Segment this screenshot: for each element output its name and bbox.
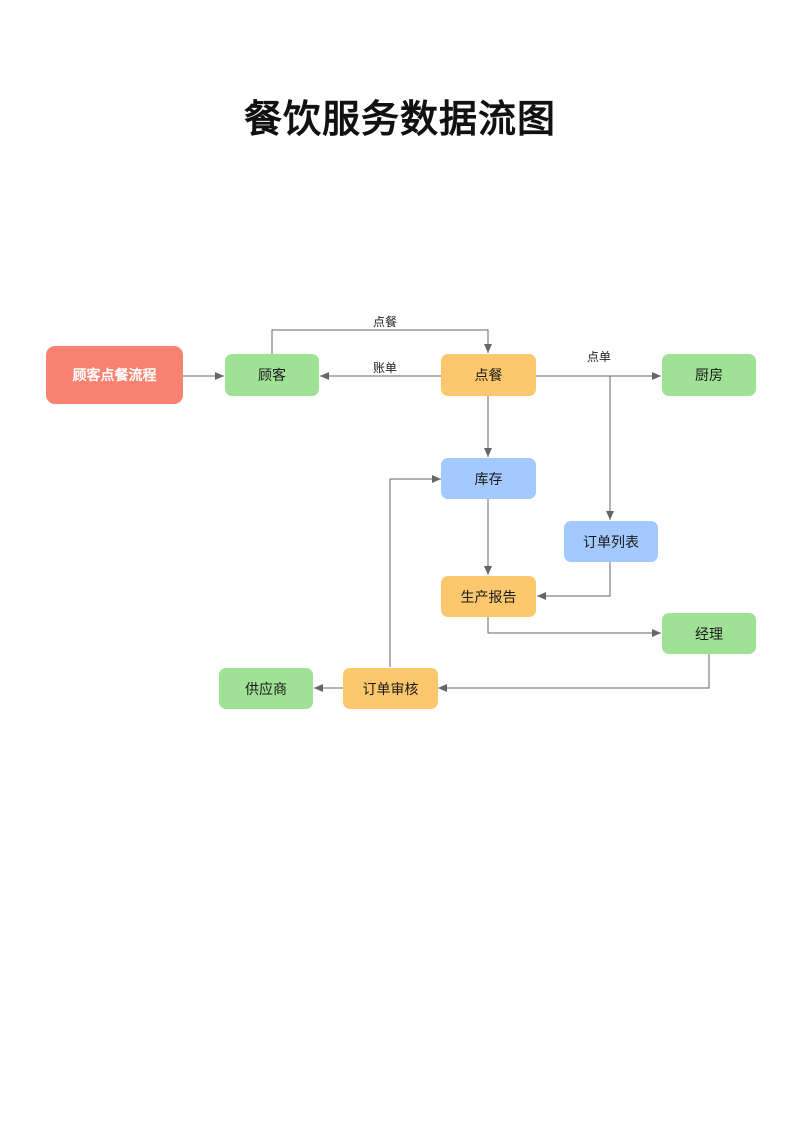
node-supplier: 供应商: [219, 668, 313, 709]
node-order-review: 订单审核: [343, 668, 438, 709]
edge-review-to-inventory: [389, 475, 441, 667]
node-order: 点餐: [441, 354, 536, 396]
edge-customer-to-order: [271, 329, 492, 354]
node-inventory: 库存: [441, 458, 536, 499]
edge-label-customer-to-order: 点餐: [373, 315, 398, 329]
node-kitchen: 厨房: [662, 354, 756, 396]
page-title: 餐饮服务数据流图: [243, 97, 556, 141]
edge-label-order-to-customer: 账单: [373, 361, 398, 375]
edge-label-order-to-kitchen: 点单: [587, 350, 612, 364]
edge-manager-to-review: [438, 654, 710, 692]
node-order-list: 订单列表: [564, 521, 658, 562]
edge-report-to-manager: [487, 617, 661, 637]
node-start: 顾客点餐流程: [46, 346, 183, 404]
node-manager: 经理: [662, 613, 756, 654]
node-production-report: 生产报告: [441, 576, 536, 617]
node-customer: 顾客: [225, 354, 319, 396]
edge-order-list-to-report: [537, 562, 611, 600]
